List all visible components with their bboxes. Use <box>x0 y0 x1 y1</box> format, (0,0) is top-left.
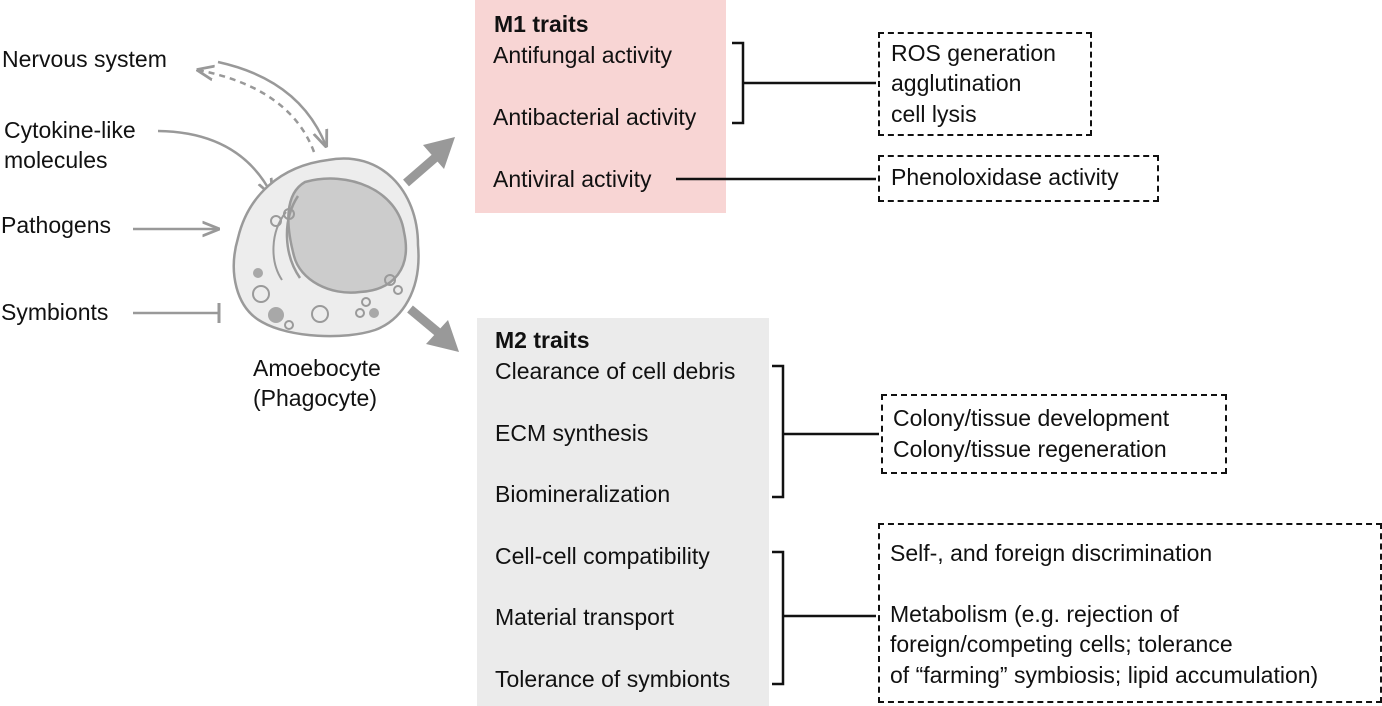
m2-outcome-development: Colony/tissue development <box>893 405 1170 431</box>
nervous-to-cell-arrow <box>217 60 326 146</box>
m2-outcome-metabolism-line1: Metabolism (e.g. rejection of <box>890 601 1179 627</box>
m1-trait-antiviral: Antiviral activity <box>493 166 652 192</box>
m2-trait-compatibility: Cell-cell compatibility <box>495 543 710 569</box>
m1-title: M1 traits <box>494 11 589 37</box>
cell-to-nervous-dashed-arrow <box>198 70 316 153</box>
input-nervous-system: Nervous system <box>2 46 167 72</box>
m2-connectors <box>772 364 879 686</box>
m1-panel <box>475 0 726 213</box>
m2-panel <box>477 318 769 706</box>
input-arrows <box>133 60 326 323</box>
cell-label-line1: Amoebocyte <box>253 355 381 381</box>
m2-trait-ecm: ECM synthesis <box>495 420 649 446</box>
cell-label-line2: (Phagocyte) <box>253 385 378 411</box>
m2-title: M2 traits <box>495 327 590 353</box>
m2-trait-transport: Material transport <box>495 604 674 630</box>
m1-outcome-agglutination: agglutination <box>891 70 1022 96</box>
input-cytokine-line1: Cytokine-like <box>4 117 136 143</box>
m2-trait-tolerance: Tolerance of symbionts <box>495 666 731 692</box>
m2-outcome-metabolism-line2: foreign/competing cells; tolerance <box>890 631 1233 657</box>
m1-outcome-box-a <box>878 32 1092 136</box>
amoebocyte-cell-icon <box>232 157 420 338</box>
output-arrows <box>403 137 459 352</box>
m1-outcome-ros: ROS generation <box>891 40 1056 66</box>
m2-trait-clearance: Clearance of cell debris <box>495 358 736 384</box>
cytokine-arrow <box>157 129 272 195</box>
m1-trait-antibacterial: Antibacterial activity <box>493 104 697 130</box>
m1-trait-antifungal: Antifungal activity <box>493 42 672 68</box>
m2-trait-biomineralization: Biomineralization <box>495 481 671 507</box>
m2-outcome-metabolism-line3: of “farming” symbiosis; lipid accumulati… <box>890 662 1319 688</box>
m1-outcome-phenoloxidase: Phenoloxidase activity <box>891 164 1119 190</box>
m1-connectors <box>676 41 876 181</box>
input-symbionts: Symbionts <box>1 299 109 325</box>
m2-outcome-box-a <box>881 394 1227 474</box>
input-cytokine-line2: molecules <box>4 147 108 173</box>
m1-outcome-lysis: cell lysis <box>891 101 977 127</box>
m2-outcome-box-b <box>878 523 1382 703</box>
input-pathogens: Pathogens <box>1 212 111 238</box>
m1-outcome-box-b <box>878 155 1159 202</box>
m2-outcome-discrimination: Self-, and foreign discrimination <box>890 540 1213 566</box>
m2-outcome-regeneration: Colony/tissue regeneration <box>893 436 1167 462</box>
